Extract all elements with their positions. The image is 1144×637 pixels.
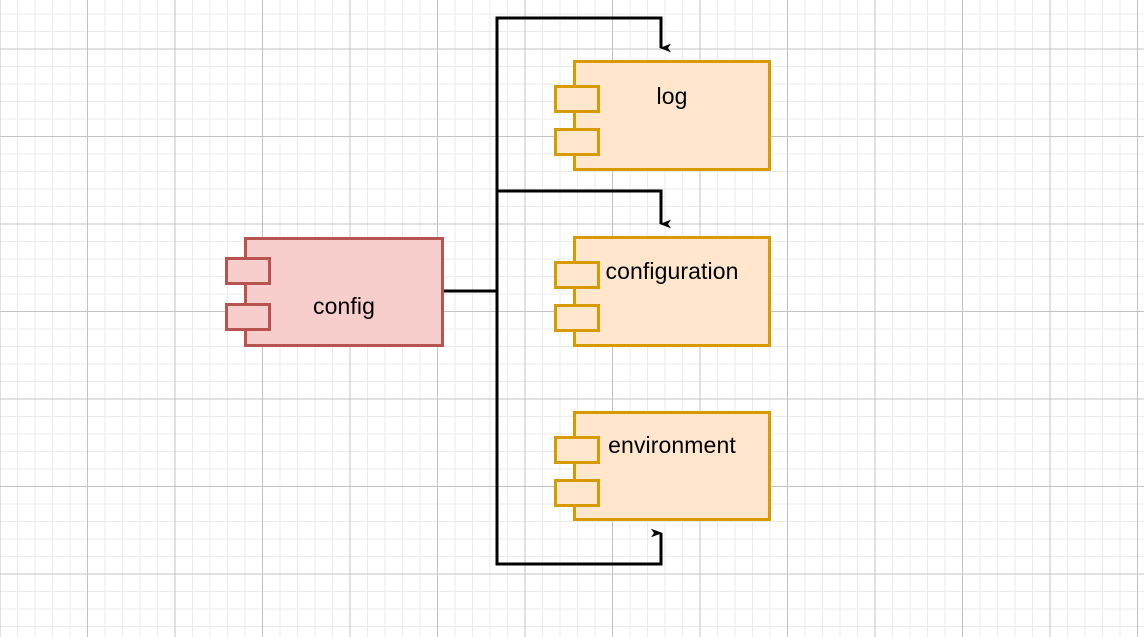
component-label-config: config (313, 293, 375, 319)
component-port-upper-log (554, 85, 600, 113)
component-label-configuration: configuration (605, 258, 739, 284)
component-port-lower-config (225, 303, 271, 331)
component-environment[interactable]: environment (554, 411, 771, 521)
component-port-lower-configuration (554, 304, 600, 332)
component-label-log: log (656, 83, 688, 109)
component-configuration[interactable]: configuration (554, 236, 771, 347)
component-port-upper-config (225, 257, 271, 285)
component-port-lower-environment (554, 479, 600, 507)
component-port-upper-environment (554, 436, 600, 464)
component-label-environment: environment (608, 432, 736, 458)
component-config[interactable]: config (225, 237, 444, 347)
component-port-upper-configuration (554, 261, 600, 289)
component-log[interactable]: log (554, 60, 771, 171)
component-port-lower-log (554, 128, 600, 156)
